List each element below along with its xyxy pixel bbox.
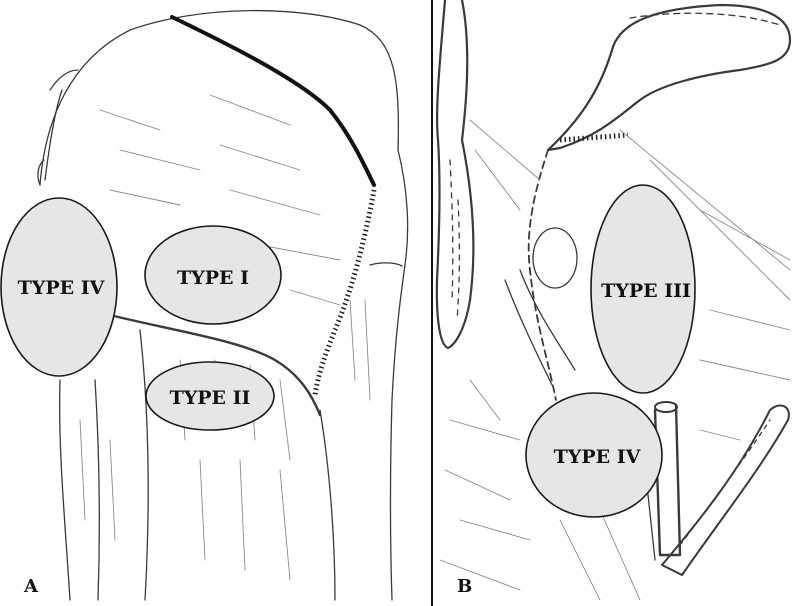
region-label: TYPE I	[177, 267, 249, 289]
region-type-ii: TYPE II	[145, 361, 275, 431]
panel-letter-b: B	[457, 576, 472, 597]
region-type-iii: TYPE III	[590, 184, 696, 394]
region-label: TYPE IV	[554, 446, 642, 468]
panel-b-drawing	[435, 0, 792, 601]
region-label: TYPE IV	[18, 277, 106, 299]
panel-letter-a: A	[23, 576, 39, 597]
region-type-iv-a: TYPE IV	[0, 197, 118, 377]
region-label: TYPE II	[170, 387, 251, 409]
region-type-i: TYPE I	[144, 225, 282, 325]
region-type-iv-b: TYPE IV	[525, 392, 663, 518]
region-label: TYPE III	[601, 280, 691, 302]
